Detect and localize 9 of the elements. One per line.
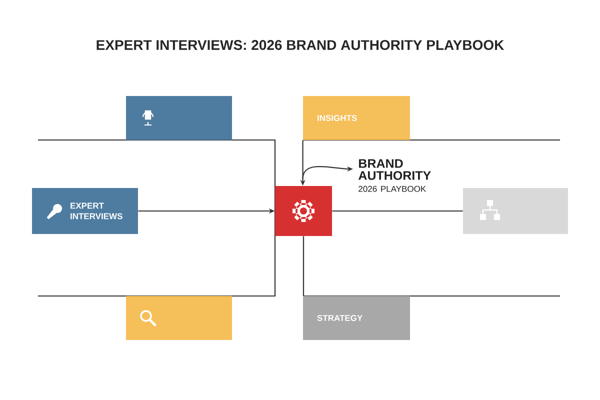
heading-text: BRAND AUTHORITY 2026 PLAYBOOK (358, 159, 431, 192)
gear-box (275, 186, 332, 236)
label-box: STRATEGY (303, 296, 410, 340)
microphone-box (126, 96, 232, 140)
title: EXPERT INTERVIEWS: 2026 BRAND AUTHORITY PLAYBOOK (96, 40, 504, 50)
search-box (126, 296, 232, 340)
process-box: EXPERT INTERVIEWS (32, 188, 138, 234)
label-box: INSIGHTS (303, 96, 410, 140)
org-chart-box (463, 188, 568, 234)
